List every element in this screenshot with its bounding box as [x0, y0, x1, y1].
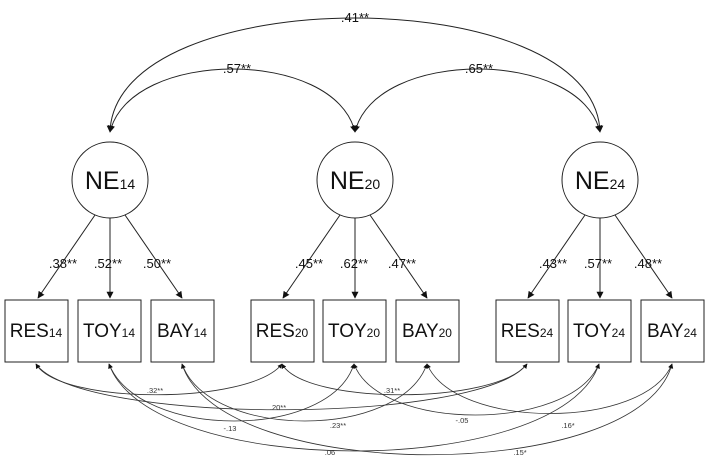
latent-ne20-sub: 20	[365, 176, 381, 192]
indicator-bay20-name: BAY	[402, 321, 439, 342]
latent-ne14-sub: 14	[120, 176, 136, 192]
indicator-res24-sub: 24	[540, 326, 554, 340]
indicator-res24: RES24	[495, 299, 560, 363]
latent-ne20: NE20	[316, 141, 394, 219]
latent-ne20-name: NE	[330, 167, 365, 195]
indicator-res20: RES20	[250, 299, 315, 363]
indicator-bay24: BAY24	[640, 299, 705, 363]
svg-text:NE14: NE14	[85, 167, 136, 195]
indicator-toy24-name: TOY	[573, 321, 612, 342]
svg-text:NE24: NE24	[575, 167, 626, 195]
indicator-res24-name: RES	[501, 321, 540, 342]
cov-label-6: .16*	[561, 421, 574, 430]
corr-arc-ne14-ne20	[108, 68, 357, 133]
indicator-res14-name: RES	[10, 321, 49, 342]
indicator-bay14-name: BAY	[157, 321, 194, 342]
indicator-res20-sub: 20	[295, 326, 309, 340]
indicator-bay20-sub: 20	[439, 326, 453, 340]
loading-arrow-res20	[282, 214, 341, 299]
loading-arrow-bay24	[614, 214, 673, 299]
corr-arc-ne20-ne24	[353, 68, 602, 133]
svg-text:BAY24: BAY24	[647, 321, 697, 342]
loading-label-res24: .43**	[539, 256, 567, 271]
cov-label-5: .23**	[330, 421, 346, 430]
svg-text:TOY24: TOY24	[573, 321, 625, 342]
svg-text:RES20: RES20	[256, 321, 309, 342]
cov-label-7: .06	[325, 448, 335, 457]
loading-label-toy14: .52**	[94, 256, 122, 271]
indicator-toy20: TOY20	[322, 299, 387, 363]
latent-ne24: NE24	[561, 141, 639, 219]
indicator-bay14: BAY14	[150, 299, 215, 363]
svg-text:RES24: RES24	[501, 321, 554, 342]
indicator-bay24-name: BAY	[647, 321, 684, 342]
corr-arc-ne14-ne24	[106, 17, 604, 133]
loading-label-res14: .38**	[49, 256, 77, 271]
indicator-bay20: BAY20	[395, 299, 460, 363]
cov-label-8: .15*	[513, 448, 526, 457]
latent-ne24-name: NE	[575, 167, 610, 195]
indicator-toy24: TOY24	[567, 299, 632, 363]
svg-text:BAY20: BAY20	[402, 321, 452, 342]
cov-arc-toy14-toy20	[108, 363, 355, 422]
loading-label-bay14: .50**	[143, 256, 171, 271]
corr-label-ne14-ne20: .57**	[223, 61, 251, 76]
loading-label-res20: .45**	[295, 256, 323, 271]
loading-label-bay20: .47**	[388, 256, 416, 271]
indicator-res20-name: RES	[256, 321, 295, 342]
loading-arrow-res24	[527, 214, 586, 299]
indicator-bay14-sub: 14	[194, 326, 208, 340]
cov-label-3: -.05	[456, 416, 469, 425]
svg-text:TOY20: TOY20	[328, 321, 380, 342]
loading-arrow-bay14	[124, 214, 183, 299]
cov-label-0: .32**	[147, 386, 163, 395]
indicator-bay24-sub: 24	[684, 326, 698, 340]
loading-label-bay24: .48**	[634, 256, 662, 271]
loading-label-toy24: .57**	[584, 256, 612, 271]
cov-arc-res20-res24	[281, 363, 528, 396]
svg-text:BAY14: BAY14	[157, 321, 207, 342]
cov-label-4: -.13	[224, 424, 237, 433]
svg-text:TOY14: TOY14	[83, 321, 135, 342]
latent-ne14-name: NE	[85, 167, 120, 195]
cov-arc-res14-res24	[35, 363, 528, 411]
indicator-toy14-sub: 14	[122, 326, 136, 340]
svg-text:RES14: RES14	[10, 321, 63, 342]
latent-ne14: NE14	[71, 141, 149, 219]
svg-text:NE20: NE20	[330, 167, 381, 195]
cov-label-1: .31**	[384, 386, 400, 395]
indicator-toy20-sub: 20	[367, 326, 381, 340]
indicator-res14: RES14	[4, 299, 69, 363]
loading-arrow-res14	[37, 214, 96, 299]
latent-ne24-sub: 24	[610, 176, 626, 192]
indicator-toy24-sub: 24	[612, 326, 626, 340]
cov-arc-toy20-toy24	[353, 363, 600, 416]
indicator-toy14-name: TOY	[83, 321, 122, 342]
cov-arc-bay20-bay24	[426, 363, 673, 414]
indicator-toy14: TOY14	[77, 299, 142, 363]
cov-label-2: .20**	[270, 403, 286, 412]
loading-label-toy20: .62**	[340, 256, 368, 271]
corr-label-ne20-ne24: .65**	[465, 61, 493, 76]
cov-arc-bay14-bay20	[181, 363, 428, 422]
indicator-toy20-name: TOY	[328, 321, 367, 342]
indicator-res14-sub: 14	[49, 326, 63, 340]
corr-label-ne14-ne24: .41**	[341, 10, 369, 25]
loading-arrow-bay20	[369, 214, 428, 299]
